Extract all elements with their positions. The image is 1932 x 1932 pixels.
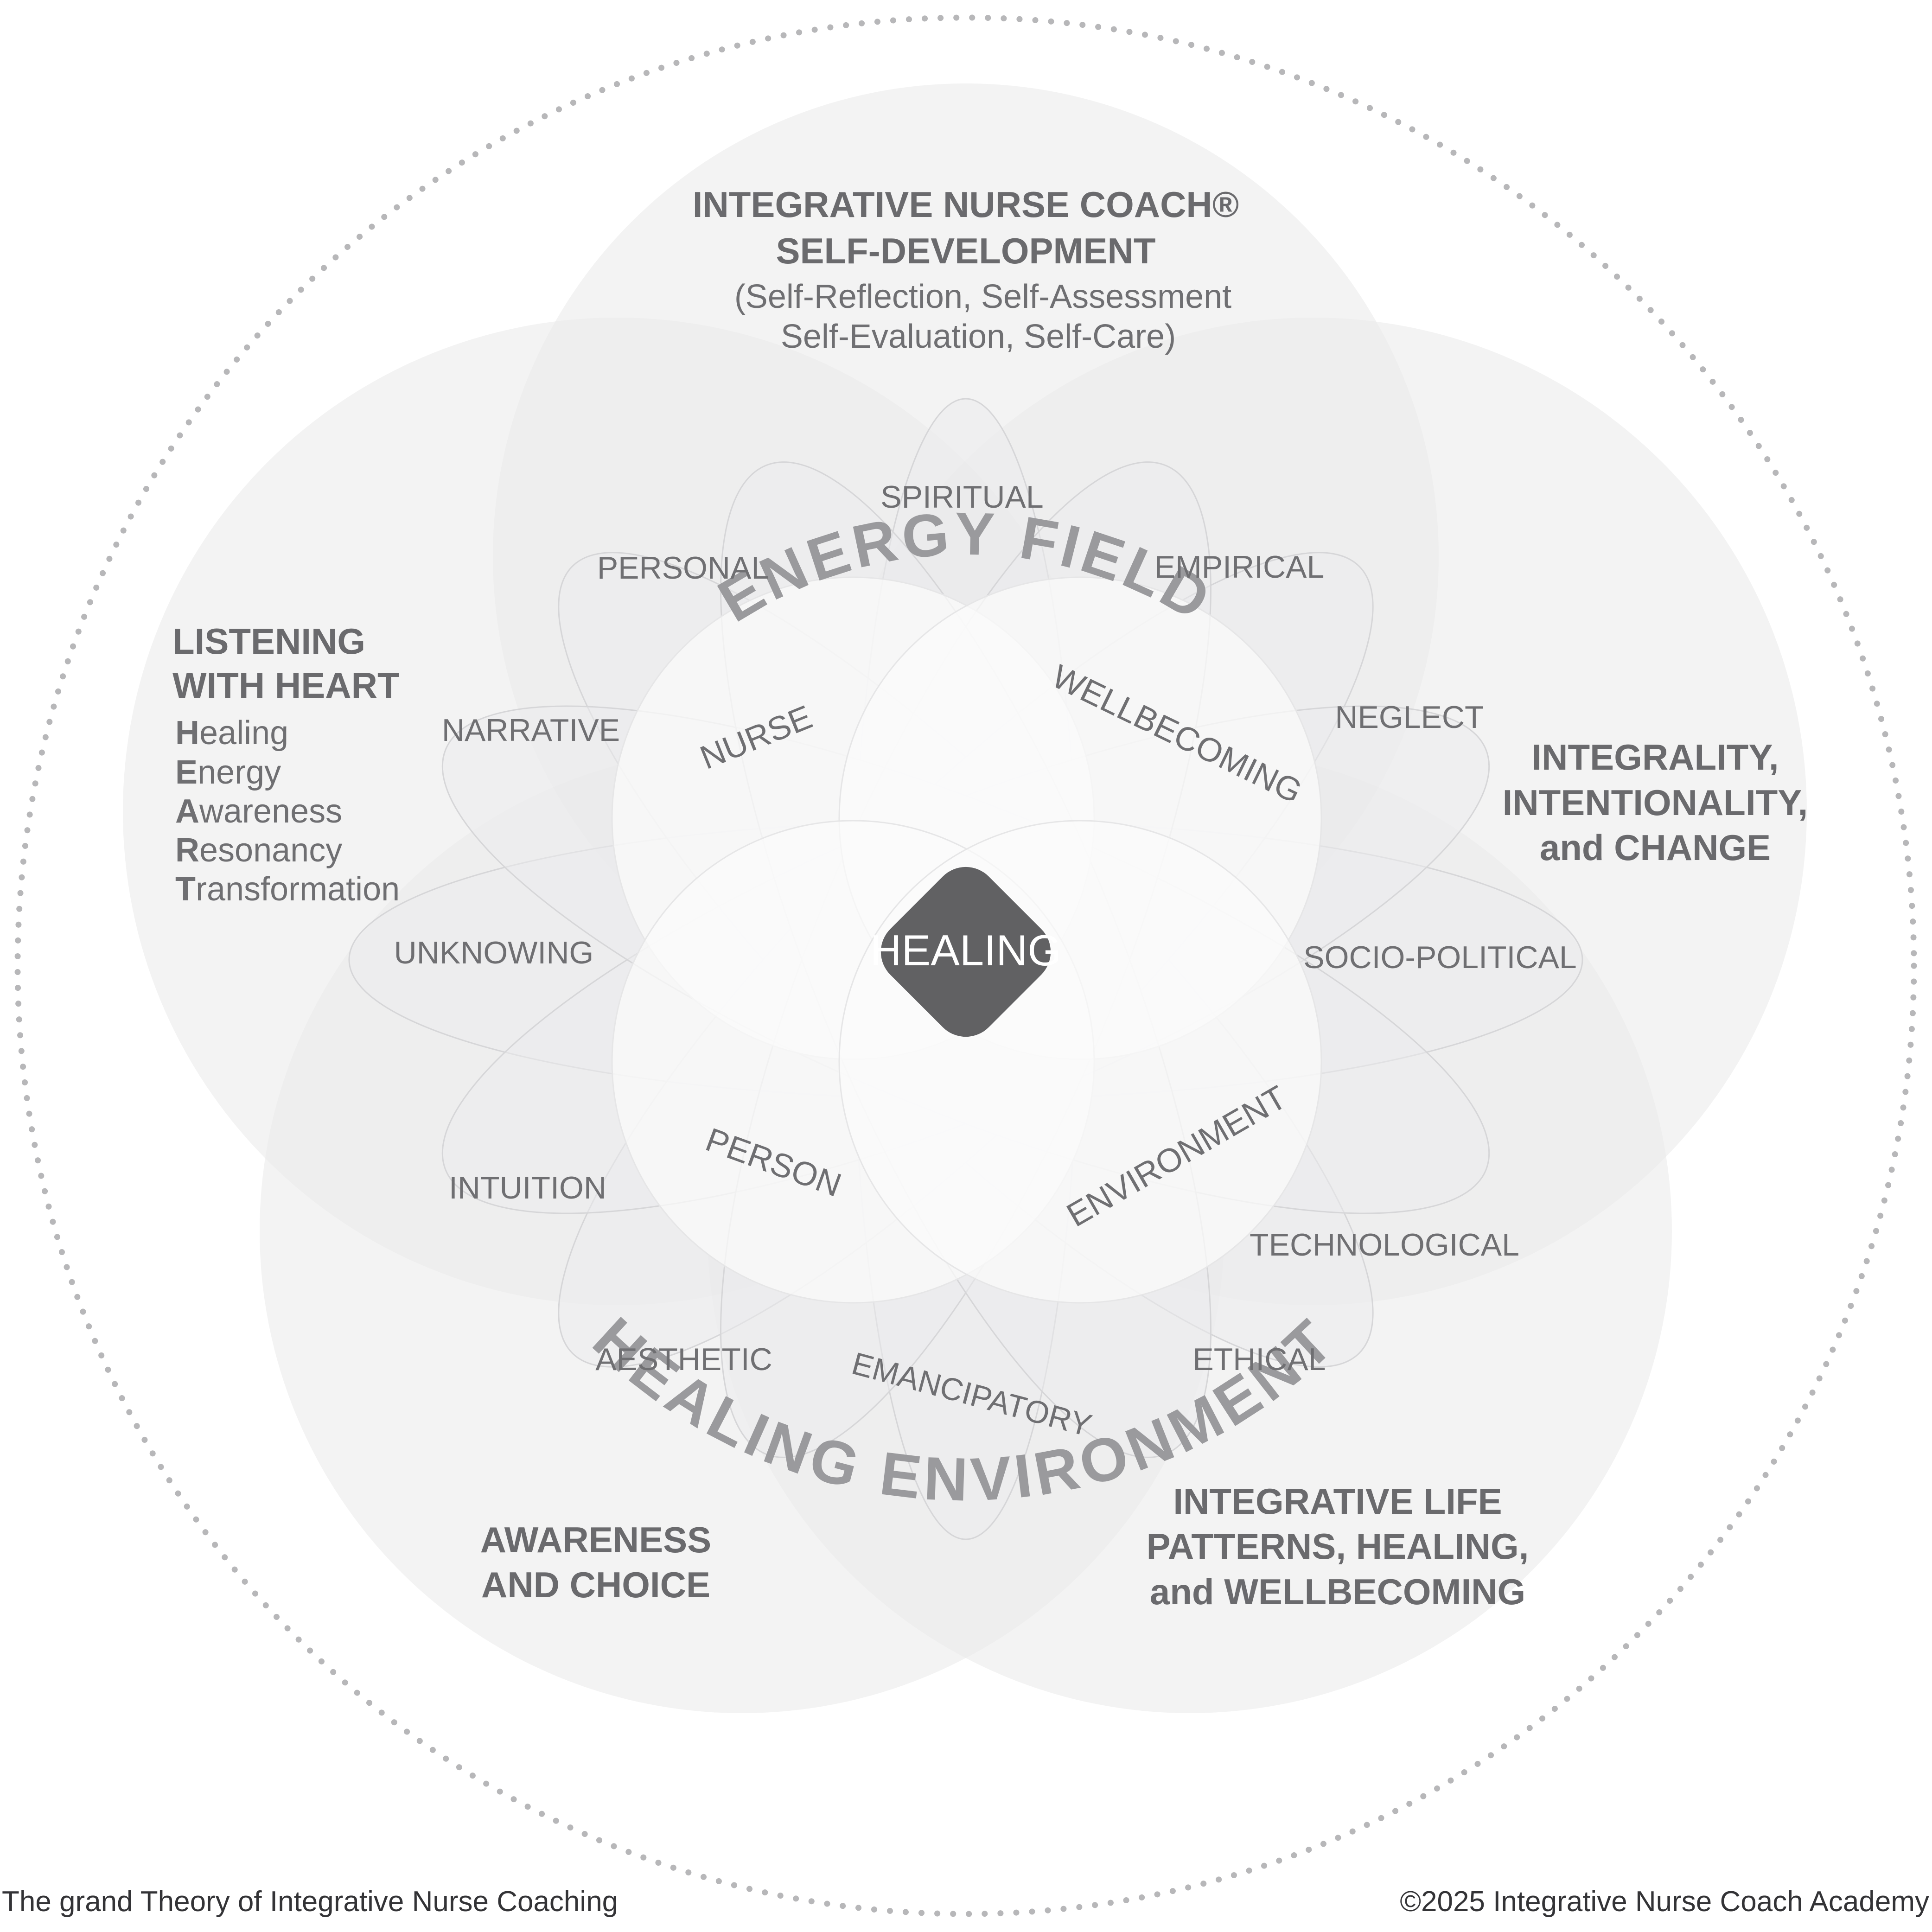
petal-label-aesthetic: AESTHETIC [595,1342,772,1377]
footer-copyright: ©2025 Integrative Nurse Coach Academy [1400,1886,1929,1918]
energy-field-boundary [14,14,1917,1917]
petal-label-spiritual: SPIRITUAL [880,479,1043,515]
svg-text:INTEGRALITY,: INTEGRALITY, [1531,737,1779,778]
svg-text:PATTERNS, HEALING,: PATTERNS, HEALING, [1147,1526,1529,1567]
svg-text:INTEGRATIVE LIFE: INTEGRATIVE LIFE [1173,1481,1502,1522]
petal-label-unknowing: UNKNOWING [394,935,594,970]
svg-text:LISTENING: LISTENING [172,621,365,662]
self-development-label: INTEGRATIVE NURSE COACH® SELF-DEVELOPMEN… [693,184,1239,355]
petal-label-technological: TECHNOLOGICAL [1250,1227,1519,1262]
petal-label-neglect: NEGLECT [1335,700,1484,735]
svg-text:and WELLBECOMING: and WELLBECOMING [1150,1571,1525,1612]
svg-text:Transformation: Transformation [175,871,400,908]
petal-label-narrative: NARRATIVE [442,713,620,748]
svg-text:AND CHOICE: AND CHOICE [481,1564,710,1605]
svg-text:Resonancy: Resonancy [175,832,342,869]
svg-text:Healing: Healing [175,714,288,752]
integrality-label: INTEGRALITY, INTENTIONALITY, and CHANGE [1503,737,1808,868]
svg-text:Energy: Energy [175,754,281,791]
petal-label-socio-political: SOCIO-POLITICAL [1303,940,1576,975]
svg-text:AWARENESS: AWARENESS [480,1519,711,1560]
life-patterns-label: INTEGRATIVE LIFE PATTERNS, HEALING, and … [1147,1481,1529,1612]
petal-label-personal: PERSONAL [597,550,769,586]
svg-text:WITH HEART: WITH HEART [172,665,400,706]
svg-text:SELF-DEVELOPMENT: SELF-DEVELOPMENT [776,230,1155,271]
healing-label: HEALING [870,926,1062,975]
svg-text:Self-Evaluation, Self-Care): Self-Evaluation, Self-Care) [781,318,1176,355]
healing-diamond [880,867,1051,1037]
petal-label-ethical: ETHICAL [1192,1342,1326,1377]
svg-text:INTENTIONALITY,: INTENTIONALITY, [1503,782,1808,823]
listening-with-heart-label: LISTENING WITH HEART Healing Energy Awar… [172,621,400,908]
svg-text:and CHANGE: and CHANGE [1540,827,1771,868]
petal-label-empirical: EMPIRICAL [1154,549,1325,585]
petal-label-intuition: INTUITION [449,1170,606,1205]
awareness-and-choice-label: AWARENESS AND CHOICE [480,1519,711,1605]
svg-text:INTEGRATIVE NURSE COACH®: INTEGRATIVE NURSE COACH® [693,184,1239,225]
footer-theory-name: The grand Theory of Integrative Nurse Co… [2,1886,618,1918]
svg-text:Awareness: Awareness [175,793,342,830]
svg-text:(Self-Reflection, Self-Assessm: (Self-Reflection, Self-Assessment [734,278,1231,315]
